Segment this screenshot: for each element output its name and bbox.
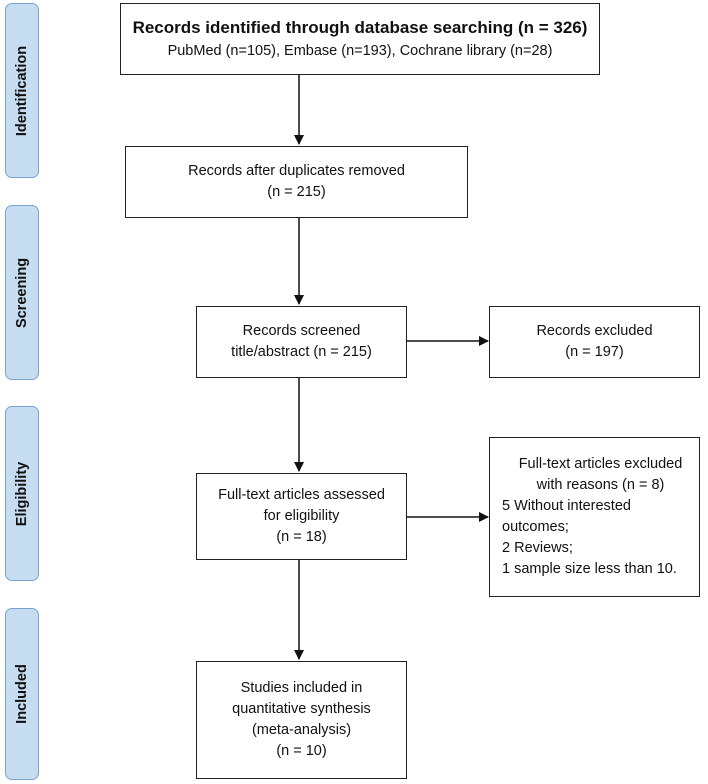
box-records-identified: Records identified through database sear… — [120, 3, 600, 75]
records-screened-count: title/abstract (n = 215) — [231, 344, 372, 360]
fulltext-assessed-label: Full-text articles assessed — [218, 486, 385, 503]
studies-included-label-2: quantitative synthesis — [232, 700, 371, 717]
box-fulltext-assessed: Full-text articles assessed for eligibil… — [196, 473, 407, 560]
fulltext-assessed-count: (n = 18) — [276, 529, 327, 545]
records-identified-title: Records identified through database sear… — [132, 18, 588, 38]
studies-included-label: Studies included in — [240, 679, 363, 696]
studies-included-label-3: (meta-analysis) — [251, 722, 352, 738]
box-fulltext-excluded: Full-text articles excluded with reasons… — [489, 437, 700, 597]
duplicates-removed-count: (n = 215) — [267, 184, 326, 200]
exclusion-reason: 1 sample size less than 10. — [502, 561, 677, 578]
phase-screening: Screening — [5, 205, 39, 380]
box-studies-included: Studies included in quantitative synthes… — [196, 661, 407, 779]
exclusion-reason: 5 Without interested — [502, 497, 631, 514]
fulltext-excluded-label: Full-text articles excluded — [518, 455, 683, 472]
fulltext-assessed-label-2: for eligibility — [263, 507, 340, 524]
records-screened-label: Records screened — [242, 322, 361, 339]
records-identified-sources: PubMed (n=105), Embase (n=193), Cochrane… — [167, 42, 553, 59]
exclusion-reason: outcomes; — [502, 519, 569, 535]
box-records-excluded: Records excluded (n = 197) — [489, 306, 700, 378]
phase-eligibility: Eligibility — [5, 406, 39, 581]
records-excluded-label: Records excluded — [536, 322, 653, 339]
studies-included-count: (n = 10) — [276, 743, 327, 760]
phase-identification: Identification — [5, 3, 39, 178]
box-duplicates-removed: Records after duplicates removed (n = 21… — [125, 146, 468, 218]
duplicates-removed-label: Records after duplicates removed — [188, 162, 405, 179]
box-records-screened: Records screened title/abstract (n = 215… — [196, 306, 407, 378]
records-excluded-count: (n = 197) — [565, 344, 624, 360]
phase-included: Included — [5, 608, 39, 780]
exclusion-reason: 2 Reviews; — [502, 540, 573, 557]
fulltext-excluded-count: with reasons (n = 8) — [536, 476, 665, 493]
